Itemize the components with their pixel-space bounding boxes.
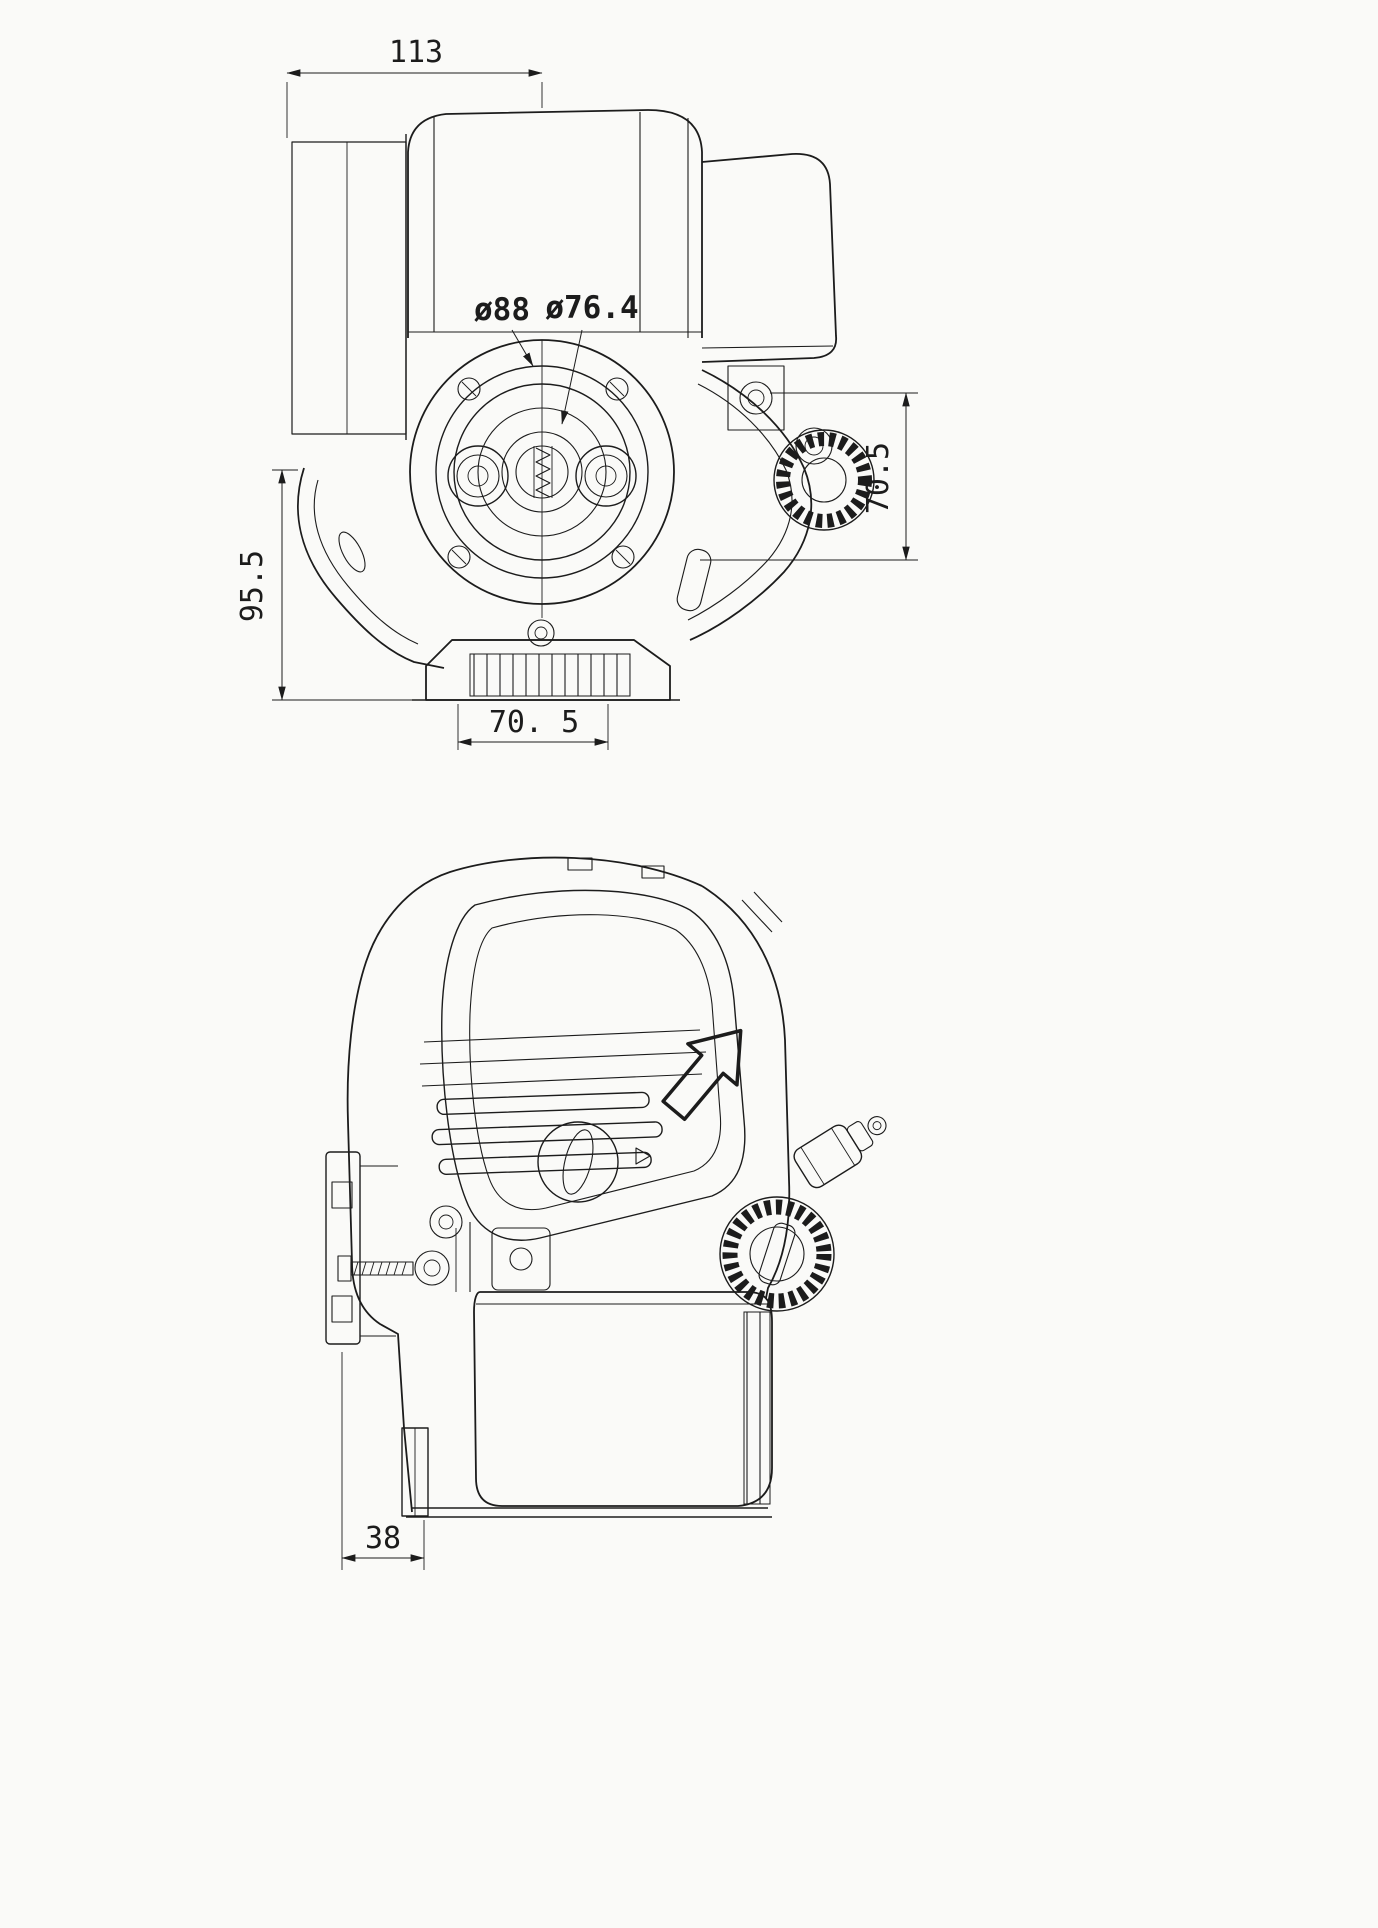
left-wing-slot <box>338 531 366 573</box>
fuel-tank <box>473 1291 773 1507</box>
dim-113: 113 <box>286 35 543 138</box>
boss-left-outer <box>447 445 509 507</box>
left-wing-inner <box>313 479 419 645</box>
stud-boss-inner <box>423 1259 441 1277</box>
left-bracket <box>325 1151 398 1345</box>
boss-right-outer <box>575 445 637 507</box>
fuel-cap-front <box>773 429 875 531</box>
right-crankcase-wing <box>676 369 813 641</box>
cover-screws <box>447 377 635 569</box>
airbox-bottom-line <box>701 345 834 349</box>
carb-screw <box>509 1247 533 1271</box>
tank-outline <box>473 1291 773 1507</box>
dim-95-5-left-label: 95.5 <box>235 550 270 622</box>
right-wing-inner <box>687 383 793 621</box>
carb-block <box>491 1227 551 1291</box>
pivot-boss-inner <box>438 1214 454 1230</box>
fin-stack <box>291 141 407 435</box>
side-silhouette <box>346 856 791 1513</box>
bracket-bolt-outer <box>739 381 773 415</box>
airbox-outline <box>701 153 837 363</box>
base-ribs <box>469 653 631 697</box>
fuel-cap-ribs <box>776 432 872 528</box>
stud-boss-outer <box>414 1250 450 1286</box>
dim-bore-inner-leader <box>561 329 583 425</box>
direction-arrow-icon <box>661 1028 743 1122</box>
plug-terminal-outer <box>867 1116 887 1136</box>
boss-right-inner <box>595 465 617 487</box>
right-wing-slot <box>676 548 712 612</box>
cap-outline <box>719 1196 835 1312</box>
shroud-outline <box>407 109 703 338</box>
mounting-base <box>412 619 680 701</box>
clutch-spring-coil <box>535 447 551 498</box>
dim-38-label: 38 <box>365 1521 401 1556</box>
recoil-frame <box>441 889 746 1241</box>
dim-70-5-right-label: 70.5 <box>861 442 896 514</box>
cap-handle <box>758 1222 796 1286</box>
cover-slats <box>431 1091 663 1175</box>
top-tab-1 <box>567 857 593 871</box>
bottom-structures <box>401 1311 772 1518</box>
plug-cap <box>793 1124 863 1189</box>
base-bolt-outer <box>527 619 555 647</box>
threaded-stud <box>337 1250 450 1286</box>
cap-center <box>749 1226 805 1282</box>
silhouette-right <box>701 885 791 1299</box>
plug-terminal-inner <box>872 1121 882 1131</box>
dim-113-label: 113 <box>389 35 443 70</box>
boss-left-mid <box>456 454 500 498</box>
base-bolt-inner <box>534 626 548 640</box>
airbox-bracket <box>727 365 785 431</box>
fuel-cap-center <box>801 457 847 503</box>
dim-bore-outer-label: ø88 <box>474 292 530 328</box>
left-wing-outline <box>297 467 445 669</box>
starter-boss <box>537 1121 651 1203</box>
stud-threads <box>353 1261 407 1276</box>
cover-louvers <box>419 1029 707 1087</box>
top-tab-2 <box>641 865 665 879</box>
top-shroud <box>407 109 703 338</box>
pivot-boss-outer <box>429 1205 463 1239</box>
boss-left-inner <box>467 465 489 487</box>
frame-inner-loop <box>469 914 722 1211</box>
left-crankcase-wing <box>297 467 445 669</box>
dim-70-5-bottom: 70. 5 <box>457 704 609 750</box>
starter-slot <box>562 1129 594 1195</box>
right-wing-outline <box>689 369 813 641</box>
cord-line-2 <box>753 891 783 923</box>
bracket-body <box>325 1151 361 1345</box>
side-view: 38 <box>325 856 887 1570</box>
dim-95-5-left: 95.5 <box>235 469 414 701</box>
triangle-marker-icon <box>635 1147 651 1165</box>
spark-plug <box>793 1116 887 1189</box>
cooling-fins <box>291 134 407 440</box>
dim-70-5-right: 70.5 <box>700 392 918 561</box>
dim-70-5-bottom-label: 70. 5 <box>489 705 579 740</box>
cord-line-1 <box>741 899 773 933</box>
right-rib-panel <box>743 1311 771 1505</box>
stud-head <box>337 1255 352 1282</box>
starter-circle <box>537 1121 619 1203</box>
diameter-callouts: ø88 ø76.4 <box>474 290 639 425</box>
crankcase-hardware <box>429 1205 551 1292</box>
dim-bore-inner-label: ø76.4 <box>545 290 638 326</box>
cap-ribs <box>722 1199 832 1309</box>
plug-hex <box>846 1121 874 1152</box>
boss-right-mid <box>584 454 628 498</box>
front-view: ø88 ø76.4 113 70.5 95.5 <box>235 35 918 750</box>
silhouette-left <box>346 856 703 1513</box>
fuel-cap-side <box>719 1196 835 1312</box>
bracket-bolt-inner <box>747 389 765 407</box>
fuel-cap-outline <box>773 429 875 531</box>
dim-bore-outer-leader <box>511 329 534 367</box>
dim-38: 38 <box>341 1352 425 1570</box>
fan-cover <box>409 339 675 618</box>
frame-outer-loop <box>441 889 746 1241</box>
